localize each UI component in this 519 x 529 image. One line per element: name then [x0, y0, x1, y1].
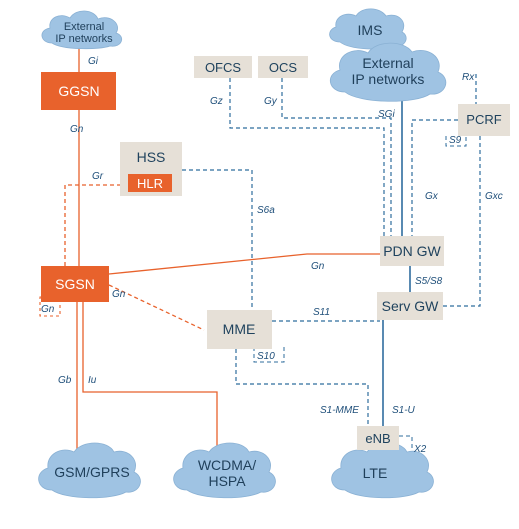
link-sgsn-mme-gn [108, 284, 205, 331]
external-ip-networks-top-line1: External [64, 21, 104, 33]
iface-gxc: Gxc [485, 191, 503, 202]
iface-gn-ggsn: Gn [70, 124, 84, 135]
iface-s11: S11 [313, 307, 330, 318]
legacy-links [39, 48, 380, 455]
ims-label: IMS [358, 22, 383, 38]
clouds [38, 8, 447, 499]
iface-gz: Gz [210, 96, 223, 107]
hlr-label: HLR [137, 176, 163, 191]
iface-rx: Rx [462, 72, 475, 83]
link-s1mme [235, 349, 369, 426]
sgsn-node [41, 266, 109, 302]
iface-gn-sgsn-mme: Gn [112, 289, 126, 300]
link-gxc [443, 136, 481, 307]
ggsn-node [41, 72, 116, 110]
iface-gb: Gb [58, 375, 72, 386]
iface-gn-loop: Gn [41, 304, 55, 315]
external-ip-networks-right-cloud [330, 42, 447, 102]
iface-gi: Gi [88, 56, 99, 67]
iface-s1mme: S1-MME [320, 405, 359, 416]
iface-sgi: SGi [378, 109, 395, 120]
iface-s6a: S6a [257, 205, 275, 216]
pcrf-label: PCRF [466, 112, 501, 127]
iface-s9: S9 [449, 135, 462, 146]
hss-label: HSS [137, 149, 166, 165]
link-gy [281, 78, 392, 236]
lte-label: LTE [363, 465, 388, 481]
iface-gr: Gr [92, 171, 104, 182]
external-ip-networks-right-line1: External [362, 55, 413, 71]
enb-label: eNB [365, 431, 390, 446]
link-gr [64, 184, 120, 266]
serv-gw-label: Serv GW [382, 298, 440, 314]
ofcs-node [194, 56, 252, 78]
iface-gy: Gy [264, 96, 278, 107]
ocs-node [258, 56, 308, 78]
pdn-gw-label: PDN GW [383, 243, 441, 259]
link-s6a [182, 169, 253, 310]
link-s10-loop [253, 347, 285, 363]
iface-s1u: S1-U [392, 405, 416, 416]
ggsn-label: GGSN [58, 83, 99, 99]
wcdma-hspa-cloud [173, 442, 276, 499]
ocs-label: OCS [269, 60, 298, 75]
gsm-gprs-cloud [38, 442, 141, 499]
hlr-node [128, 174, 172, 192]
iface-gx: Gx [425, 191, 439, 202]
wcdma-hspa-line1: WCDMA/ [198, 457, 256, 473]
pdn-gw-node [380, 236, 444, 266]
serv-gw-node [377, 292, 443, 320]
external-ip-networks-top-line2: IP networks [55, 33, 113, 45]
link-s9-loop [445, 136, 467, 147]
iface-gn-pdn: Gn [311, 261, 325, 272]
gsm-gprs-label: GSM/GPRS [54, 464, 129, 480]
iface-s5s8: S5/S8 [415, 276, 443, 287]
link-x2-loop [388, 435, 413, 453]
link-gn-loop [39, 296, 61, 317]
enb-node [357, 426, 399, 450]
external-ip-networks-right-line2: IP networks [352, 71, 425, 87]
epc-links [182, 74, 481, 453]
link-gz [229, 78, 385, 236]
iface-iu: Iu [88, 375, 97, 386]
mme-label: MME [223, 321, 256, 337]
mme-node [207, 310, 272, 349]
link-iu [82, 302, 218, 455]
pcrf-node [458, 104, 510, 136]
external-ip-networks-top-cloud [41, 10, 123, 50]
epc-solid-links [382, 82, 411, 426]
link-gx [411, 119, 458, 236]
iface-x2: X2 [413, 444, 427, 455]
iface-s10: S10 [257, 351, 275, 362]
wcdma-hspa-line2: HSPA [208, 473, 246, 489]
lte-cloud [331, 442, 434, 499]
sgsn-label: SGSN [55, 276, 95, 292]
link-sgsn-pdngw-gn [108, 253, 380, 275]
ofcs-label: OFCS [205, 60, 241, 75]
